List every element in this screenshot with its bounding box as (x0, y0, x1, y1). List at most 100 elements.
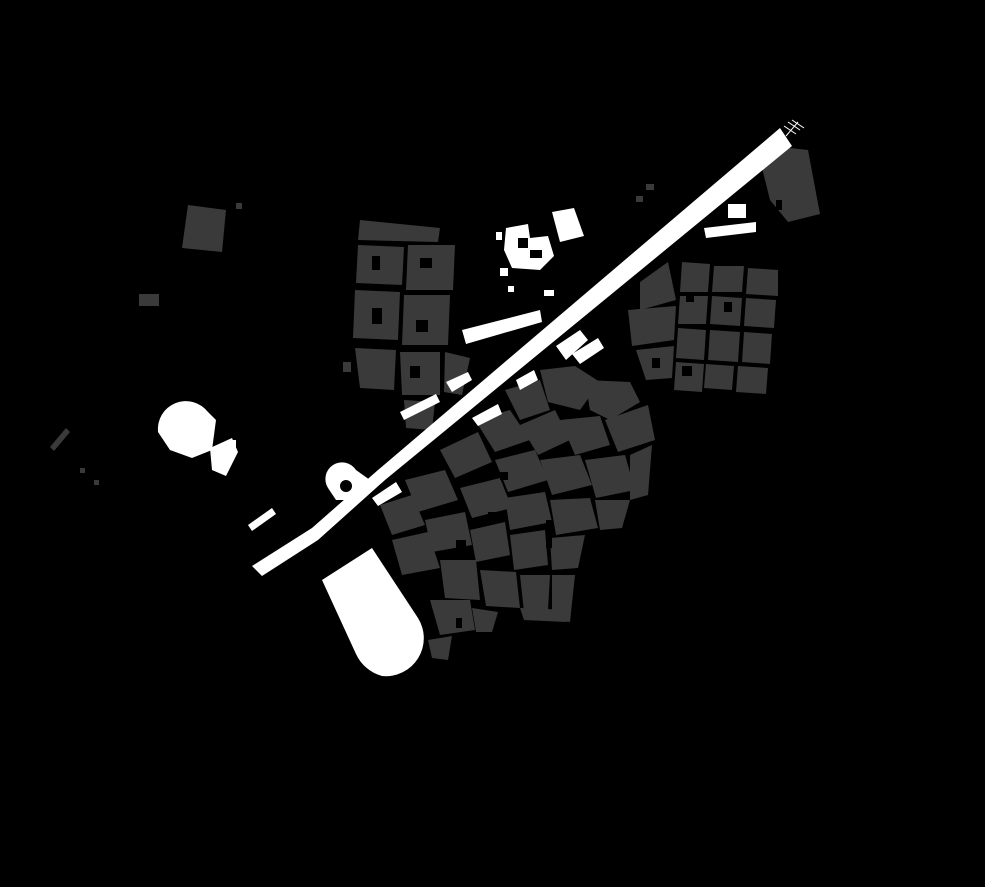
courtyard (686, 292, 694, 302)
bar-along-line-3 (516, 370, 538, 390)
block-ne-dot (636, 196, 643, 202)
block-se-29 (472, 608, 498, 632)
courtyard (456, 618, 462, 628)
courtyard (776, 200, 782, 210)
block-nw-1 (358, 220, 440, 242)
block-se-28 (430, 600, 475, 635)
bar-along-line-1 (400, 394, 440, 420)
hatch-line (783, 125, 797, 135)
block-se-26 (520, 575, 550, 612)
palace-dot-2 (500, 268, 508, 276)
courtyards (372, 200, 782, 628)
block-se-24 (440, 560, 480, 600)
block-west-fragment (50, 428, 70, 451)
block-nw-6 (355, 348, 396, 390)
block-se-3 (505, 380, 550, 420)
courtyard (652, 358, 660, 368)
courtyard (500, 472, 508, 480)
block-ne-3 (712, 266, 744, 292)
domed-building (157, 401, 216, 458)
block-ne-9 (676, 328, 706, 360)
palace-courtyard (530, 250, 542, 258)
block-se-21 (510, 530, 548, 570)
bar-v-shape (446, 372, 472, 392)
linear-structure-end-hatch (783, 119, 805, 137)
pavilion-void (340, 480, 352, 492)
bar-east-1 (704, 222, 756, 238)
bar-pair-2 (572, 338, 604, 364)
block-ne-2 (680, 262, 710, 292)
block-se-11 (585, 455, 635, 498)
block-ne-4 (746, 268, 778, 296)
block-ne-8 (628, 306, 676, 346)
block-se-10 (540, 455, 592, 495)
context-building-blocks (50, 148, 820, 660)
block-ne-15 (736, 366, 768, 394)
block-se-5 (520, 410, 570, 455)
block-se-6 (560, 416, 610, 455)
courtyard (724, 302, 732, 312)
domed-building-annex-small (228, 440, 236, 450)
courtyard (546, 520, 552, 548)
small-bar-west (248, 508, 276, 531)
block-se-12 (630, 445, 652, 500)
block-west-dot (236, 203, 242, 209)
palace-complex (504, 224, 554, 270)
courtyard (416, 320, 428, 332)
courtyard (420, 258, 432, 268)
block-se-17 (595, 500, 630, 530)
block-west-small (139, 294, 159, 306)
block-se-18 (380, 495, 425, 535)
block-nw-dot (343, 362, 351, 372)
block-ne-13 (674, 362, 704, 392)
block-se-9 (495, 450, 548, 492)
block-se-23 (392, 532, 440, 575)
block-ne-11 (742, 332, 772, 364)
block-se-25 (480, 570, 520, 608)
courtyard (410, 366, 420, 378)
block-west-large (182, 205, 226, 252)
stadium-shape (322, 548, 424, 677)
block-ne-1 (640, 262, 676, 310)
block-se-2 (585, 380, 640, 420)
hatch-line (785, 121, 799, 137)
block-se-15 (505, 492, 552, 530)
block-west-dot-3 (94, 480, 99, 485)
block-ne-10 (708, 330, 740, 362)
bar-pair-1 (556, 330, 588, 360)
palace-dot-4 (544, 290, 554, 296)
block-se-16 (550, 498, 598, 535)
courtyard (372, 308, 382, 324)
block-ne-14 (704, 364, 734, 390)
block-west-dot-2 (80, 468, 85, 473)
bar-along-line-4 (372, 482, 402, 506)
block-ne-7 (744, 298, 776, 328)
hatch-line (791, 119, 805, 129)
palace-annex (552, 208, 584, 242)
bar-east-2 (728, 204, 746, 218)
block-se-7 (605, 405, 655, 452)
block-se-8 (440, 432, 492, 478)
block-se-1 (540, 366, 600, 410)
courtyard (488, 512, 496, 524)
palace-dot-3 (508, 286, 514, 292)
courtyard (456, 540, 466, 550)
bar-along-line-2 (472, 404, 502, 426)
long-bar-north (462, 310, 542, 344)
block-se-22 (550, 535, 585, 570)
block-se-20 (470, 522, 510, 562)
linear-structure (252, 128, 792, 576)
block-se-14 (460, 478, 512, 518)
courtyard (372, 256, 380, 270)
palace-courtyard (518, 238, 528, 248)
block-se-30 (428, 636, 452, 660)
block-se-13 (405, 470, 458, 512)
courtyard (682, 366, 692, 376)
block-ne-dot-2 (646, 184, 654, 190)
block-ne-5 (678, 296, 708, 324)
block-se-31 (520, 608, 570, 622)
structure-voids (340, 238, 542, 492)
highlighted-structures (157, 119, 805, 677)
